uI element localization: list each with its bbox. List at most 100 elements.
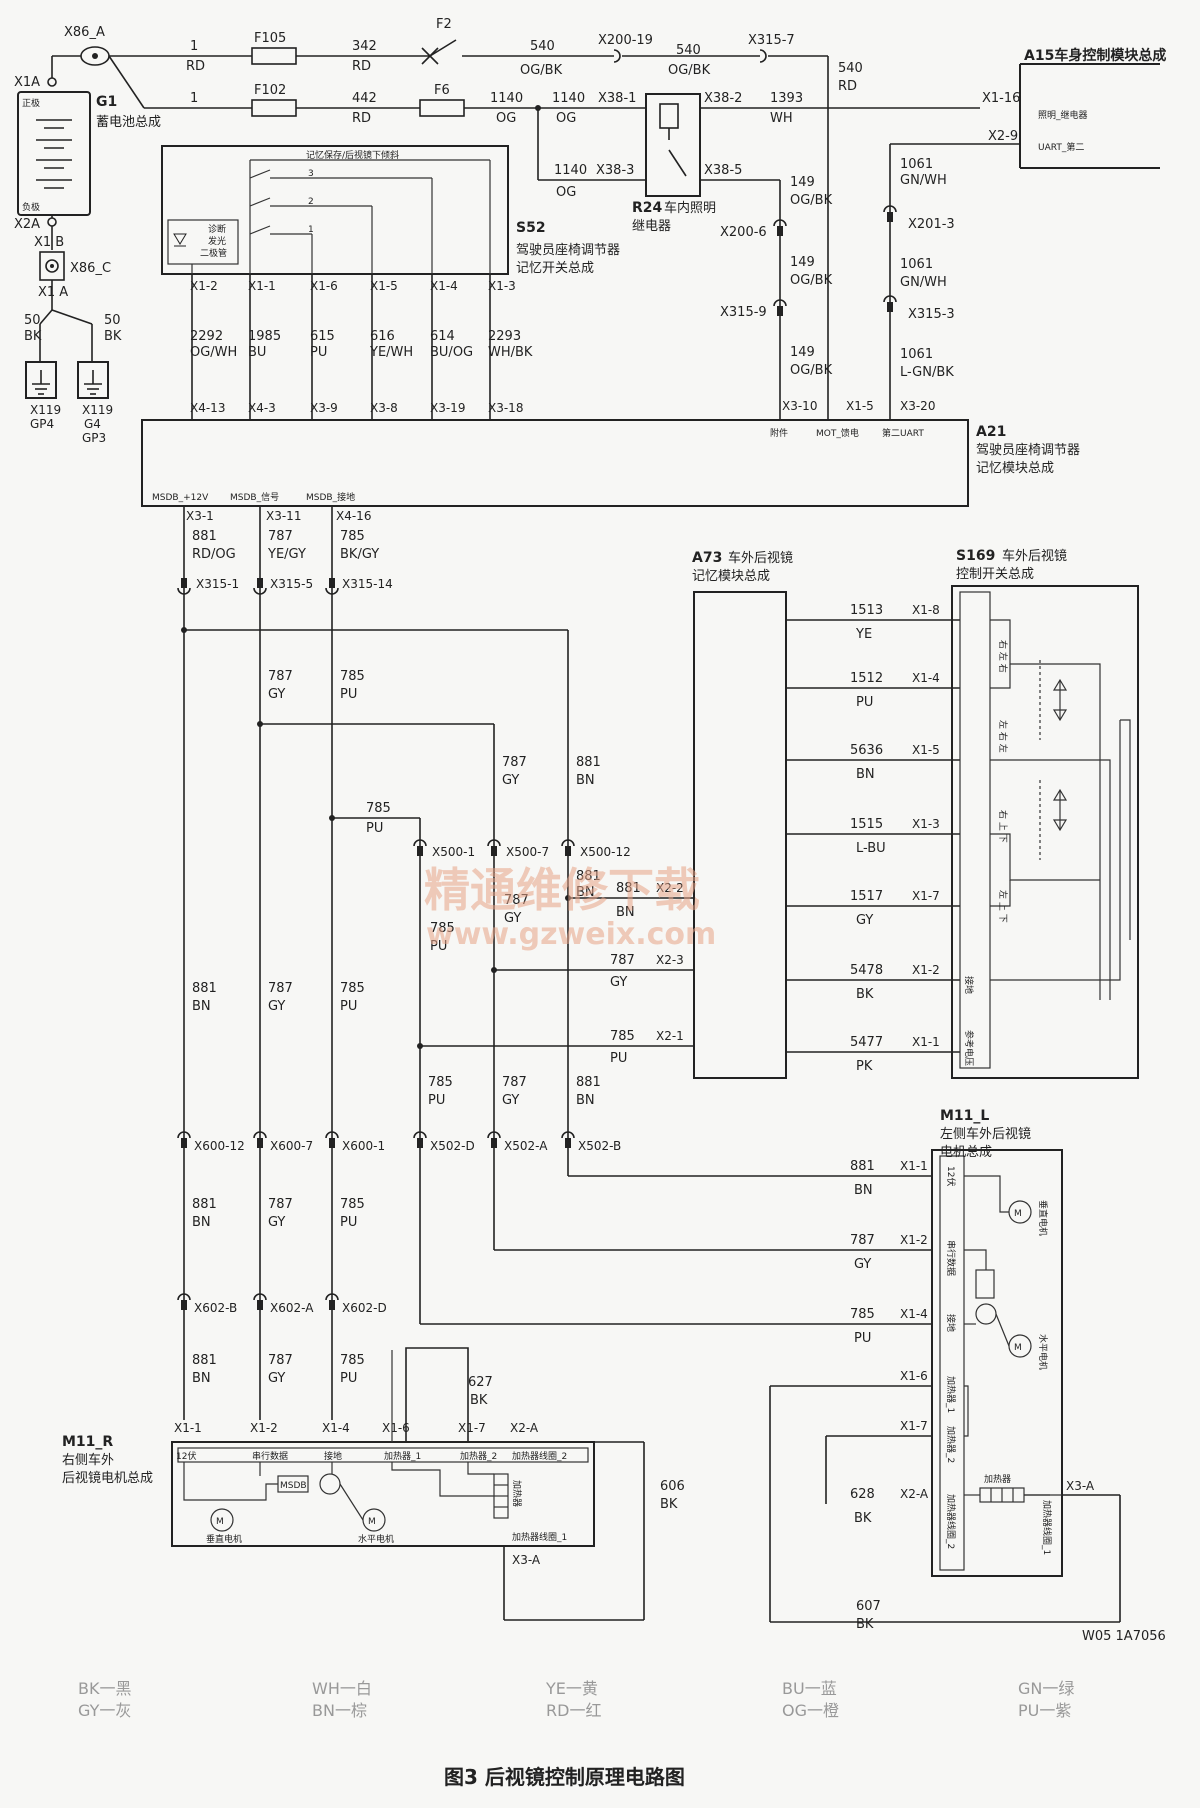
s52-tag: S52 bbox=[516, 220, 546, 236]
gnd-wire2-color: BK bbox=[104, 329, 122, 344]
m11l-motor1-m: M bbox=[1014, 1209, 1022, 1219]
r24-relay bbox=[645, 93, 701, 197]
m11l-wire-color: PU bbox=[854, 1331, 871, 1346]
m11r-pin-function: 加热器_1 bbox=[384, 1450, 421, 1462]
gnd-wire1-color: BK bbox=[24, 329, 42, 344]
x2-2-label: X2-2 bbox=[656, 881, 684, 895]
wire-149b: 149 bbox=[790, 255, 815, 270]
s169-internal bbox=[990, 619, 1131, 1000]
n785-color: PU bbox=[340, 1371, 357, 1386]
watermark: 精通维修下载 www.gzweix.com bbox=[424, 863, 716, 952]
a21-x3-11: X3-11 bbox=[266, 509, 301, 523]
pu785: 785 bbox=[340, 669, 365, 684]
m11l-box bbox=[931, 1149, 1063, 1577]
wire-540a: 540 bbox=[530, 39, 555, 54]
x2-1-color: PU bbox=[610, 1051, 627, 1066]
bus-785-color: BK/GY bbox=[340, 547, 379, 562]
gnd-wire2: 50 bbox=[104, 313, 121, 328]
msdb-bus: 881 RD/OG 787 YE/GY 785 BK/GY X315-1 X31… bbox=[177, 506, 932, 1420]
s52-switch: 记忆保存/后视镜下倾斜 3 2 1 诊断 发光 二极管 S52 驾驶员座椅调节器… bbox=[161, 145, 620, 420]
pu785-color: PU bbox=[340, 687, 357, 702]
n785: 785 bbox=[340, 1353, 365, 1368]
legend-entry: GN一绿 bbox=[1018, 1679, 1074, 1698]
s52-pin: X1-4 bbox=[430, 279, 458, 293]
a73-wire-number: 5477 bbox=[850, 1035, 883, 1050]
x119-label-2: X119 bbox=[82, 403, 113, 417]
x86c-label: X86_C bbox=[70, 261, 111, 276]
a73-wire-number: 5478 bbox=[850, 963, 883, 978]
m11l-wire-color: GY bbox=[854, 1257, 871, 1272]
figure-caption: 图3 后视镜控制原理电路图 bbox=[444, 1765, 685, 1789]
m11r-w606: 606 bbox=[660, 1479, 685, 1494]
a73-wire-color: BN bbox=[856, 767, 875, 782]
a73-wire-color: L-BU bbox=[856, 841, 886, 856]
bus-787: 787 bbox=[268, 529, 293, 544]
a73-wire-color: PU bbox=[856, 695, 873, 710]
x2-9-label: X2-9 bbox=[988, 129, 1018, 144]
s169-ref: 参考电压 bbox=[963, 1030, 975, 1066]
relay-coil-icon bbox=[659, 103, 679, 129]
m11l-coil1: 加热器线圈_1 bbox=[1041, 1500, 1053, 1555]
a15-pin1: 照明_继电器 bbox=[1038, 109, 1088, 121]
a73-rows: 1513YEX1-81512PUX1-45636BNX1-51515L-BUX1… bbox=[786, 603, 960, 1074]
wire-1140b: 1140 bbox=[552, 91, 585, 106]
m11r-heater: 加热器 bbox=[511, 1480, 523, 1507]
m785-color: PU bbox=[340, 1215, 357, 1230]
wire-149b-color: OG/BK bbox=[790, 273, 833, 288]
wire-1393-color: WH bbox=[770, 111, 793, 126]
x38-5-label: X38-5 bbox=[704, 163, 742, 178]
m11l-motor: M11_L 左侧车外后视镜 电机总成 X1-1881BN12伏X1-2787GY… bbox=[769, 1108, 1121, 1632]
wire-1140c-color: OG bbox=[556, 185, 576, 200]
a15-title: A15车身控制模块总成 bbox=[1024, 47, 1166, 64]
wire-149cc: OG/BK bbox=[790, 363, 833, 378]
f102-label: F102 bbox=[254, 83, 286, 98]
m11l-name1: 左侧车外后视镜 bbox=[940, 1126, 1031, 1142]
wire-540c-color: RD bbox=[838, 79, 857, 94]
a21-bus1: MSDB_+12V bbox=[152, 493, 209, 503]
battery-block: X86_A X1A 正极 负极 G1 蓄电池总成 X2A X1 B X86_C … bbox=[14, 25, 161, 362]
s169-pin: X1-3 bbox=[912, 817, 940, 831]
wire-342-color: RD bbox=[352, 59, 371, 74]
wire-1b: 1 bbox=[190, 91, 198, 106]
s52-header: 记忆保存/后视镜下倾斜 bbox=[306, 149, 399, 161]
m11r-pin: X1-4 bbox=[322, 1421, 350, 1435]
bus-785: 785 bbox=[340, 529, 365, 544]
m11r-pin: X1-2 bbox=[250, 1421, 278, 1435]
s52-columns: X1-22292OG/WHX4-13X1-11985BUX4-3X1-6615P… bbox=[190, 274, 533, 420]
i787: 787 bbox=[504, 893, 529, 908]
a21-pin: X3-18 bbox=[488, 401, 523, 415]
legend-entry: BK一黑 bbox=[78, 1679, 131, 1698]
x600-7-label: X600-7 bbox=[270, 1139, 313, 1153]
m881: 881 bbox=[192, 1197, 217, 1212]
r785: 785 bbox=[428, 1075, 453, 1090]
m11r-tag: M11_R bbox=[62, 1434, 113, 1450]
s169-pin: X1-8 bbox=[912, 603, 940, 617]
gp3-label: GP3 bbox=[82, 431, 106, 445]
f105-label: F105 bbox=[254, 31, 286, 46]
m11r-msdb-icon bbox=[277, 1475, 309, 1493]
bus-881: 881 bbox=[192, 529, 217, 544]
m11l-wire-number: 787 bbox=[850, 1233, 875, 1248]
x315-5-label: X315-5 bbox=[270, 577, 313, 591]
a73-module: A73 车外后视镜 记忆模块总成 1513YEX1-81512PUX1-4563… bbox=[692, 550, 960, 1079]
branch-881-color: BN bbox=[576, 773, 595, 788]
s52-wire-color: PU bbox=[310, 345, 327, 360]
s52-wire-color: BU/OG bbox=[430, 345, 473, 360]
watermark-url: www.gzweix.com bbox=[426, 917, 716, 952]
x502-a-label: X502-A bbox=[504, 1139, 548, 1153]
s169-pin: X1-5 bbox=[912, 743, 940, 757]
a73-name2: 记忆模块总成 bbox=[692, 568, 770, 584]
m11r-motor1: 垂直电机 bbox=[206, 1533, 242, 1545]
a73-name1: 车外后视镜 bbox=[728, 550, 793, 566]
s52-sw3: 3 bbox=[308, 169, 314, 179]
branch-787-color: GY bbox=[502, 773, 519, 788]
ground-g4-icon bbox=[77, 361, 109, 399]
i881-color: BN bbox=[616, 905, 635, 920]
s169-label-1: 右 左 右 bbox=[997, 640, 1009, 673]
m11r-transistor-icon bbox=[319, 1473, 341, 1495]
watermark-cn: 精通维修下载 bbox=[424, 863, 700, 917]
a21-fn-att: 附件 bbox=[770, 427, 788, 439]
a73-wire-color: YE bbox=[855, 627, 872, 642]
a21-x1-5: X1-5 bbox=[846, 399, 874, 413]
